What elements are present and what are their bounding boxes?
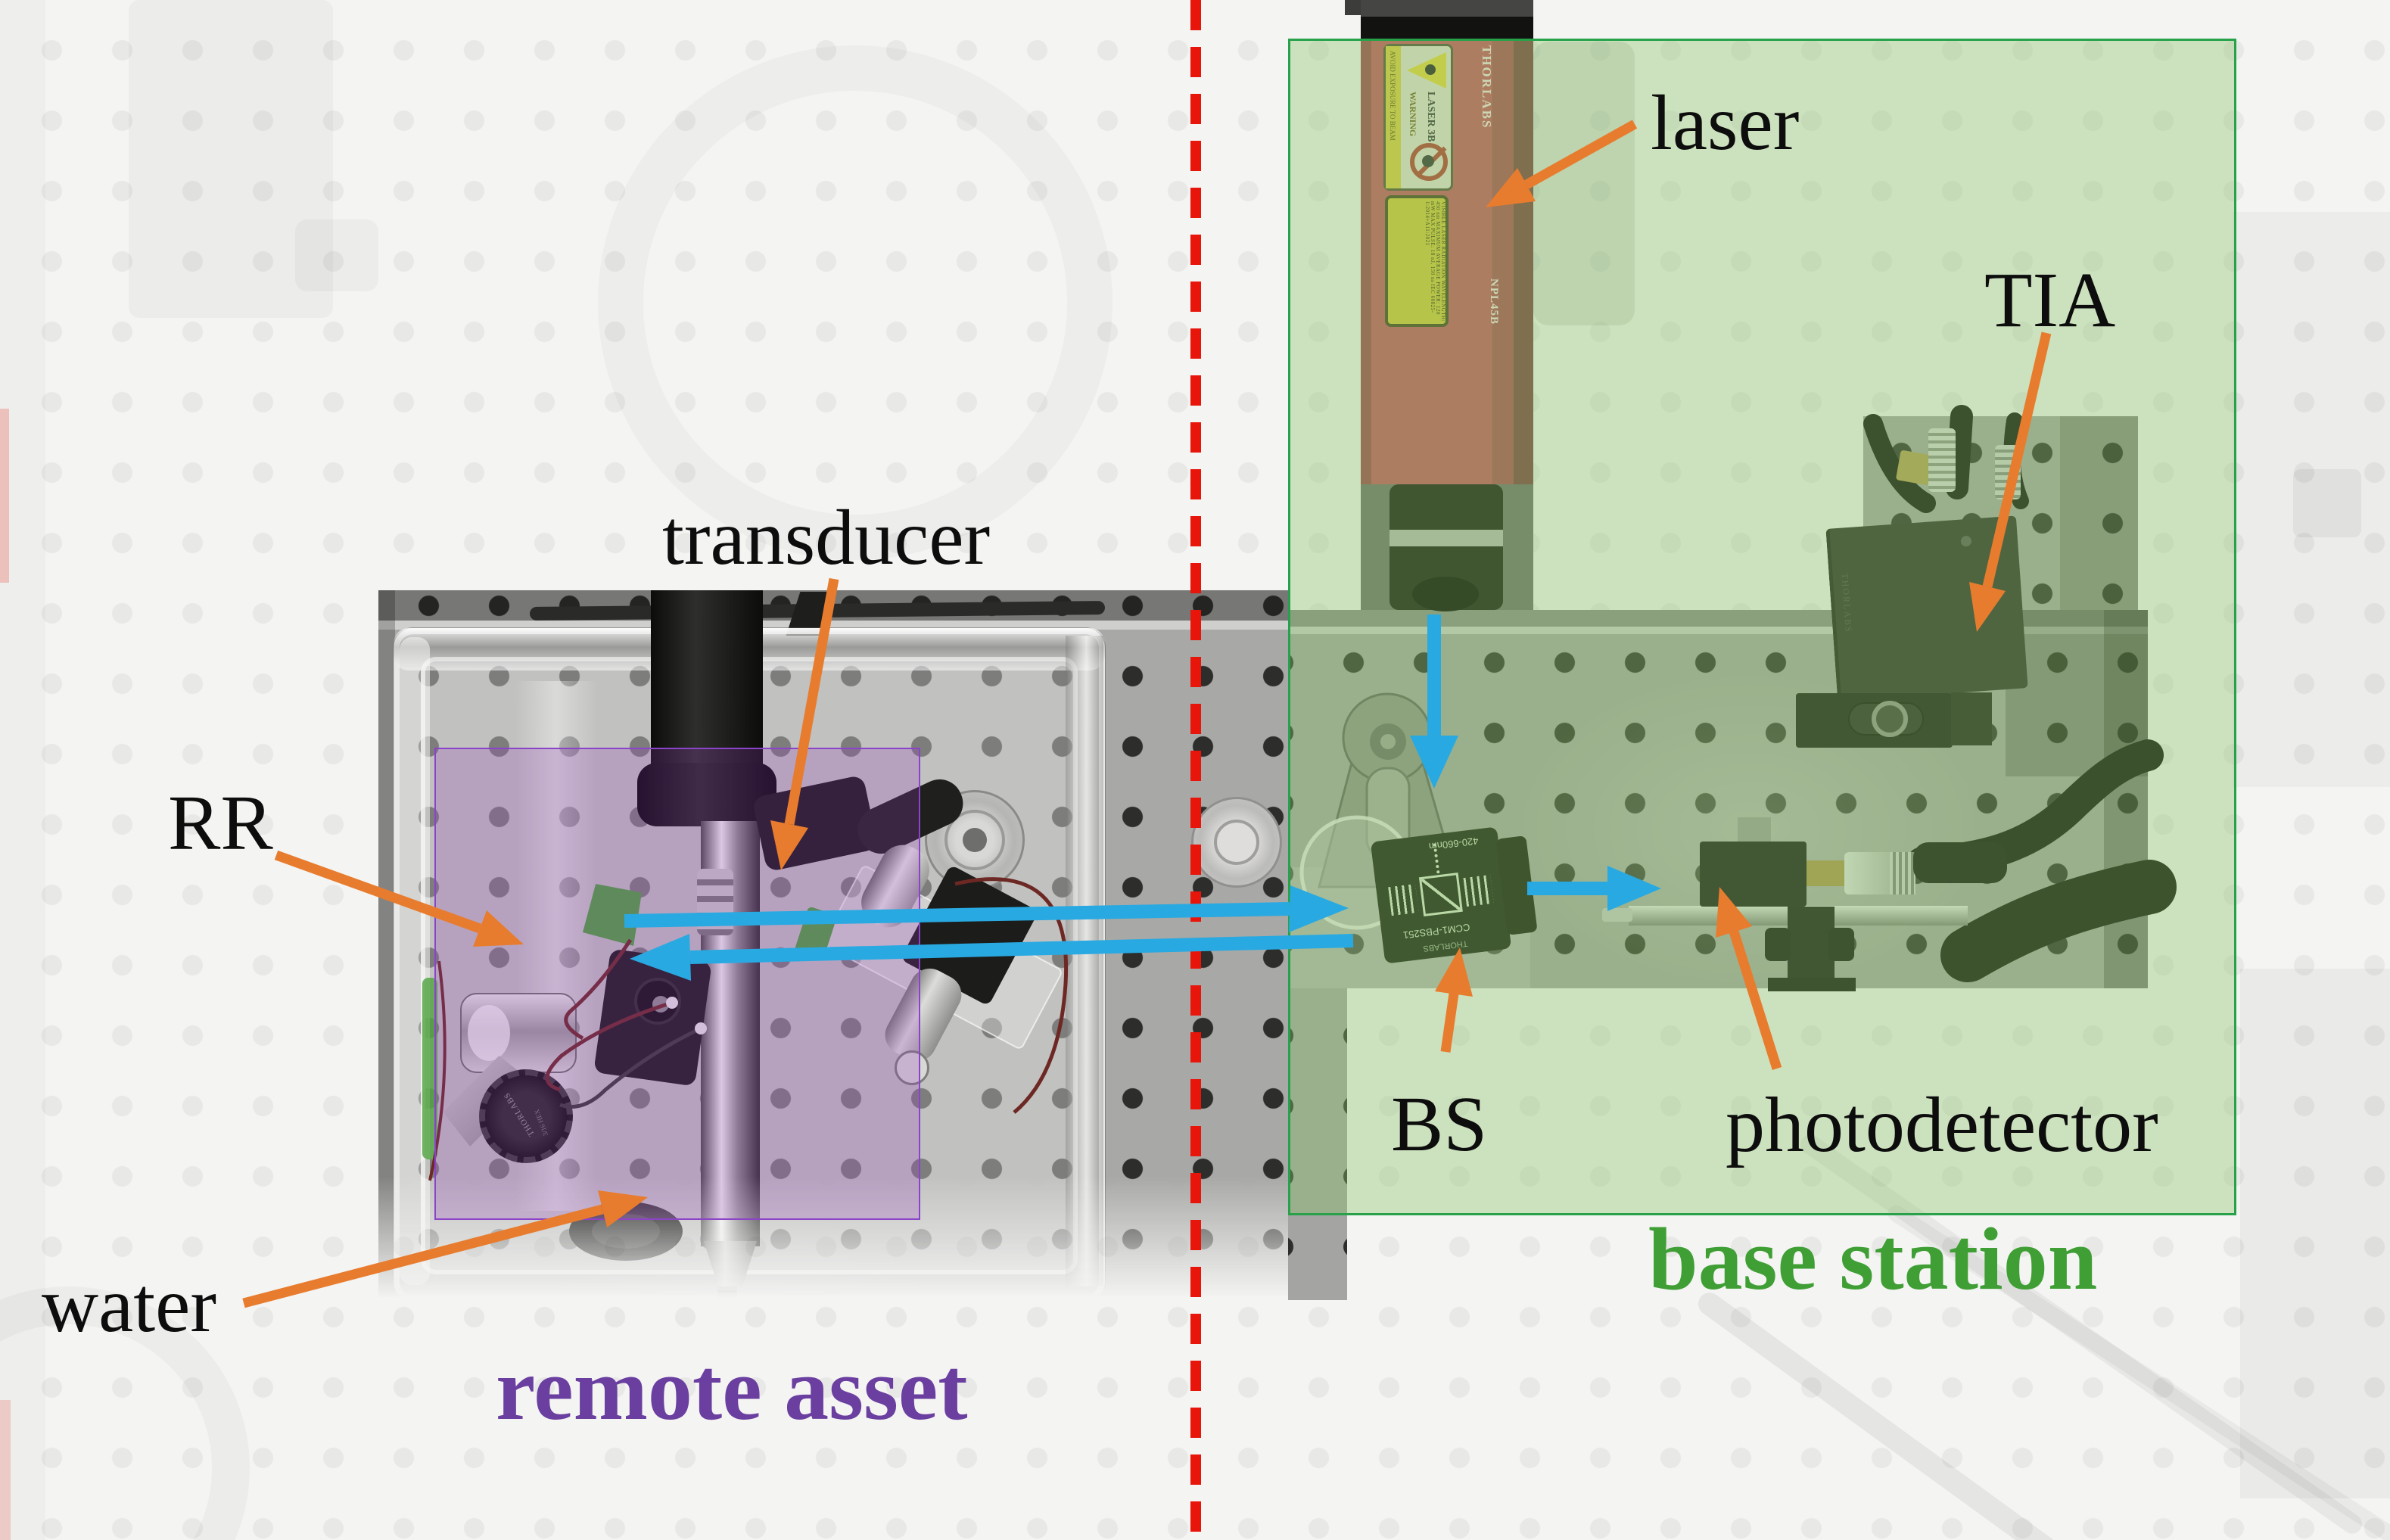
- laser-class-text: LASER 3B: [1425, 92, 1436, 142]
- pd-knob-left: [1765, 928, 1791, 961]
- rod-collar: [637, 763, 776, 826]
- pd-body: [1700, 842, 1807, 907]
- beam-arrows: [624, 614, 1661, 981]
- thorlabs-disc: THORLABS 3/16 HEX: [479, 1069, 573, 1163]
- pd-cable-stub: [1913, 842, 2007, 883]
- transducer-arrow-shaft: [784, 577, 839, 826]
- no-entry-dot-icon: [1422, 155, 1434, 167]
- pd-aperture-plate: [1738, 817, 1771, 843]
- beam-to-pd-head: [1607, 866, 1661, 911]
- teardrop-screw-ball: [1380, 734, 1396, 749]
- board-right-shadow: [2104, 610, 2148, 988]
- beam-outgoing-head: [1289, 885, 1349, 932]
- label-bs: BS: [1391, 1081, 1488, 1168]
- laser-spec-label: VISIBLE LASER RADIATION WAVELENGTH: 450 …: [1385, 195, 1449, 327]
- tia-cable-2: [1946, 405, 1973, 499]
- label-water: water: [42, 1262, 216, 1349]
- laser-black-cap: [1361, 17, 1533, 39]
- label-base-station: base station: [1648, 1209, 2098, 1308]
- pd-barrel-diagonal: [1940, 860, 2177, 982]
- washer-small-ring: [1214, 820, 1259, 865]
- tia-arrow-head: [1969, 582, 2006, 632]
- tank-right-wall-highlight: [1066, 636, 1103, 1286]
- laser-spec-text: VISIBLE LASER RADIATION WAVELENGTH: 450 …: [1424, 201, 1446, 322]
- label-remote-asset: remote asset: [496, 1339, 968, 1439]
- laser-arrow-head: [1486, 168, 1536, 207]
- washer-large-ring: [944, 810, 1005, 870]
- retroreflector-highlight: [468, 1005, 510, 1061]
- pd-post: [1788, 907, 1835, 984]
- annotation-arrows: [242, 120, 2052, 1308]
- tank-wires: [428, 877, 1069, 1181]
- tia-chunk-shadow: [2060, 416, 2138, 610]
- rr-arrow-shaft: [274, 850, 482, 934]
- washer-large-hole: [963, 828, 987, 852]
- laser-top-bracket-left: [1345, 0, 1361, 15]
- beam-vertical-head: [1410, 736, 1458, 789]
- bs-arrow-head: [1435, 947, 1473, 997]
- water-arrow-shaft: [242, 1204, 604, 1308]
- tia-bracket: [1796, 693, 1953, 748]
- faded-right-box: [2293, 469, 2361, 537]
- label-photodetector: photodetector: [1726, 1081, 2158, 1168]
- transducer-arrow-head: [770, 820, 808, 870]
- laser-aperture: [1412, 577, 1479, 611]
- pd-arrow-head: [1716, 887, 1752, 938]
- laser-brand-text: THORLABS: [1480, 45, 1494, 129]
- board-notch-strip: [1288, 988, 1347, 1300]
- tia-bracket-plate: [1951, 692, 1992, 745]
- board-left-shadow: [378, 590, 395, 1305]
- laser-top-bracket: [1361, 0, 1533, 17]
- green-tape-left-strip: [422, 978, 437, 1159]
- beam-return-head: [630, 934, 691, 981]
- tia-arrow-shaft: [1982, 331, 2052, 588]
- laser-warning-label: AVOID EXPOSURE TO BEAM WARNING LASER 3B: [1383, 44, 1453, 191]
- tank-left-wall-highlight: [400, 637, 430, 1285]
- label-rr: RR: [168, 779, 273, 866]
- pd-sma-gold: [1807, 860, 1844, 886]
- laser-side-face: [1514, 39, 1533, 484]
- no-entry-circle-icon: [1410, 143, 1448, 181]
- laser-arrow-shaft: [1523, 120, 1638, 189]
- avoid-exposure-text: AVOID EXPOSURE TO BEAM: [1389, 51, 1396, 141]
- label-transducer: transducer: [662, 494, 991, 581]
- laser-lens-ring: [1389, 530, 1503, 546]
- label-laser: laser: [1651, 79, 1800, 166]
- photo-laser-column: AVOID EXPOSURE TO BEAM WARNING LASER 3B …: [1345, 0, 1533, 611]
- beam-return-shaft: [689, 934, 1354, 964]
- faded-blob-behind-laser: [1533, 42, 1635, 325]
- beam-outgoing-shaft: [624, 902, 1290, 928]
- bs-arrow-shaft: [1440, 993, 1459, 1053]
- sma-connector-silver-1: [1928, 428, 1956, 492]
- warning-label-yellow-strip: AVOID EXPOSURE TO BEAM: [1386, 46, 1401, 188]
- rr-arrow-head: [473, 910, 524, 947]
- warning-word-text: WARNING: [1408, 92, 1418, 137]
- water-arrow-head: [598, 1190, 648, 1227]
- pd-rod-pin: [1602, 908, 1632, 922]
- label-tia: TIA: [1984, 257, 2116, 344]
- pd-bnc-knurl: [1890, 852, 1915, 894]
- transducer-foot: [895, 1050, 929, 1085]
- pd-base-plate: [1768, 978, 1856, 991]
- divider-dashed-line: [1190, 0, 1201, 1540]
- faded-right-equipment-lower: [2240, 969, 2390, 1498]
- tia-bracket-screw: [1872, 701, 1908, 737]
- faded-red-cable-top: [0, 409, 9, 583]
- warning-starburst-icon: [1425, 64, 1436, 75]
- pd-arrow-shaft: [1729, 930, 1782, 1070]
- laser-model-text: NPL45B: [1488, 278, 1500, 325]
- remote-asset-overlay: [434, 748, 920, 1220]
- tia-cable-1: [1863, 414, 1936, 513]
- pd-bnc-barrel: [1844, 852, 1915, 894]
- faded-red-cable-bottom: [0, 1400, 11, 1540]
- pd-knob-right: [1828, 928, 1854, 961]
